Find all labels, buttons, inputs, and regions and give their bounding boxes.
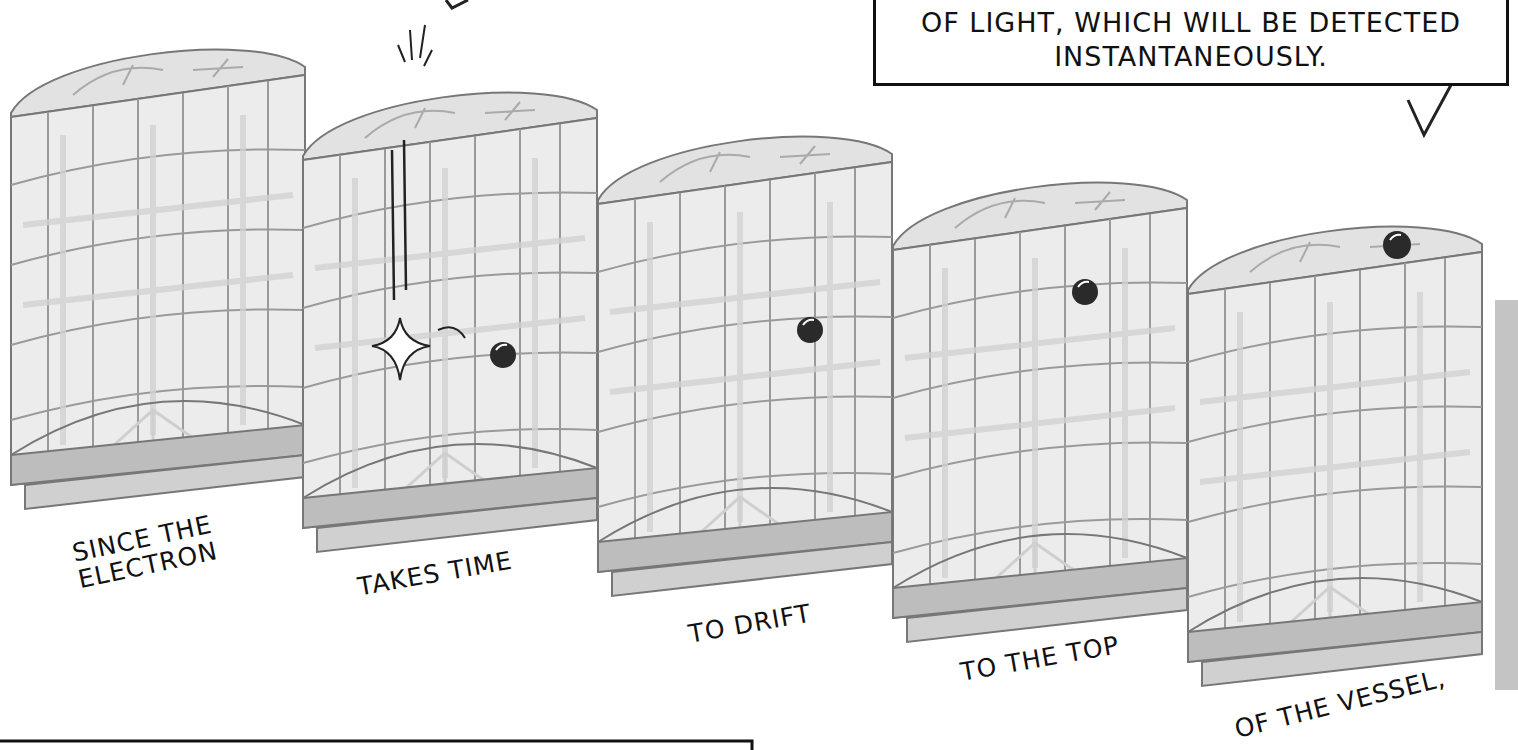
- detector-vessel: [303, 93, 597, 552]
- light-flash: [372, 25, 465, 380]
- detector-vessel: [11, 50, 305, 509]
- caption-text: OF LIGHT, WHICH WILL BE DETECTED INSTANT…: [911, 6, 1471, 74]
- detector-vessel: [598, 137, 892, 596]
- cut-caption-box: [0, 741, 752, 750]
- panel-caption: TAKES TIME: [319, 540, 550, 607]
- check-mark: [446, 0, 468, 8]
- caption-box: OF LIGHT, WHICH WILL BE DETECTED INSTANT…: [873, 0, 1509, 86]
- panel-caption: SINCE THE ELECTRON: [27, 502, 263, 603]
- panel-caption: TO THE TOP: [919, 624, 1160, 692]
- detector-vessel: [893, 183, 1187, 642]
- panel-caption: OF THE VESSEL,: [1201, 657, 1479, 750]
- panel-caption: TO DRIFT: [649, 593, 851, 654]
- electron: [490, 231, 1411, 368]
- detector-vessel: [1188, 227, 1482, 686]
- shadow: [1495, 300, 1518, 690]
